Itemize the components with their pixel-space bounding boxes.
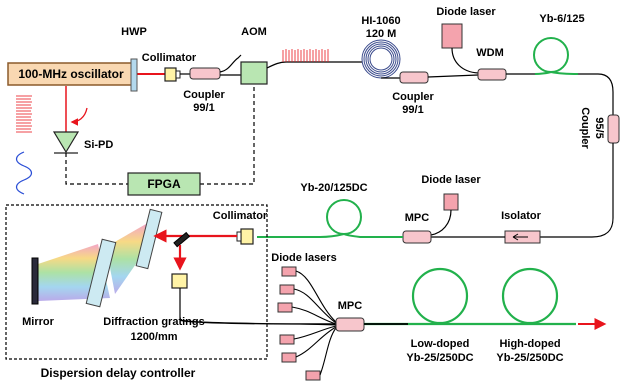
coupler-right[interactable] [607, 114, 620, 144]
fiber-coupler-left-to-aom [219, 54, 242, 73]
high-doped-fiber-coil [501, 267, 559, 325]
diode-laser-3[interactable] [277, 302, 293, 313]
isolator-label: Isolator [501, 210, 541, 222]
mpc-bottom-label: MPC [338, 300, 363, 312]
fiber-diode-mid-to-mpc [430, 209, 452, 236]
dashed-fpga-to-aom [200, 84, 255, 185]
hi1060-fiber-coil [361, 39, 401, 79]
hi1060-label: HI-1060 [361, 15, 400, 27]
ddc-label: Dispersion delay controller [41, 366, 196, 380]
hwp-plate[interactable] [130, 58, 138, 92]
diffraction-grating-1[interactable] [85, 238, 117, 308]
collimator-mid[interactable] [240, 228, 254, 245]
collimator-ddc[interactable] [171, 273, 188, 289]
gratings-label-2: 1200/mm [130, 331, 177, 343]
collimator-top[interactable] [164, 67, 177, 82]
diode-laser-top-label: Diode laser [436, 6, 496, 18]
mirror[interactable] [31, 257, 39, 305]
fiber-diode-top-to-wdm [451, 47, 479, 74]
fiber-right-down [540, 143, 614, 238]
ddc-dashed-box [5, 204, 268, 360]
dashed-pd-to-fpga [65, 153, 128, 185]
wdm[interactable] [477, 68, 507, 81]
fiber-right-loop [578, 73, 614, 115]
mirror-label: Mirror [22, 316, 55, 328]
collimator-mid-label: Collimator [213, 210, 268, 222]
low-doped-label-2: Yb-25/250DC [406, 352, 473, 364]
collimator-top-tip [175, 70, 181, 79]
hi1060-length-label: 120 M [366, 28, 397, 40]
hwp-label: HWP [121, 26, 147, 38]
wdm-label: WDM [476, 47, 504, 59]
coupler-mid-label-1: Coupler [392, 91, 434, 103]
fpga-label: FPGA [147, 177, 181, 191]
diode-laser-5[interactable] [281, 352, 297, 363]
fiber-coupler-mid-to-wdm [427, 74, 479, 78]
isolator-arrow-icon [512, 233, 519, 241]
aom-label: AOM [241, 26, 267, 38]
pulse-train-top [282, 49, 329, 62]
oscillator-label: 100-MHz oscillator [18, 67, 124, 81]
mpc-top-label: MPC [405, 212, 430, 224]
yb6-fiber-coil [533, 37, 569, 73]
coupler-mid[interactable] [399, 71, 429, 84]
yb20-fiber-coil [326, 199, 362, 235]
coupler-left-label-1: Coupler [183, 89, 225, 101]
diode-lasers-label: Diode lasers [271, 252, 336, 264]
fiber-aom-to-coil [266, 61, 362, 69]
coupler-right-label-1: Coupler [579, 107, 591, 149]
coupler-left-label-2: 99/1 [193, 102, 214, 114]
collimator-mid-tip [236, 231, 242, 242]
diode-laser-6[interactable] [305, 370, 321, 381]
diode-laser-mid[interactable] [443, 193, 459, 211]
yb6-fiber-leads [534, 71, 579, 75]
diode-laser-2[interactable] [279, 284, 295, 295]
yb20-label: Yb-20/125DC [300, 182, 367, 194]
fpga-box[interactable] [127, 172, 201, 196]
coupler-mid-label-2: 99/1 [402, 104, 423, 116]
collimator-top-label: Collimator [142, 52, 197, 64]
yb6-label: Yb-6/125 [539, 13, 584, 25]
diode-laser-1[interactable] [281, 266, 297, 277]
si-pd-label: Si-PD [84, 139, 113, 151]
si-pd-triangle[interactable] [52, 131, 80, 154]
pulse-train-left [16, 95, 32, 133]
gratings-label-1: Diffraction gratings [103, 316, 204, 328]
coupler-right-label-2: 95/5 [593, 117, 605, 138]
mpc-bottom[interactable] [335, 317, 365, 332]
low-doped-label-1: Low-doped [411, 338, 470, 350]
mpc-top[interactable] [402, 230, 432, 244]
fold-mirror[interactable] [173, 231, 191, 248]
coupler-left[interactable] [189, 67, 221, 80]
aom-box[interactable] [240, 61, 268, 85]
diode-laser-4[interactable] [279, 334, 295, 345]
signal-waveform [15, 151, 33, 195]
diode-laser-top[interactable] [441, 23, 463, 49]
high-doped-label-1: High-doped [499, 338, 560, 350]
pump-fibers [291, 270, 337, 376]
diode-laser-mid-label: Diode laser [421, 174, 481, 186]
diode-laser-array [277, 266, 321, 381]
yb20-fiber-lead [257, 232, 403, 238]
low-doped-fiber-coil [411, 267, 469, 325]
high-doped-label-2: Yb-25/250DC [496, 352, 563, 364]
curved-red-arrow [70, 107, 88, 126]
